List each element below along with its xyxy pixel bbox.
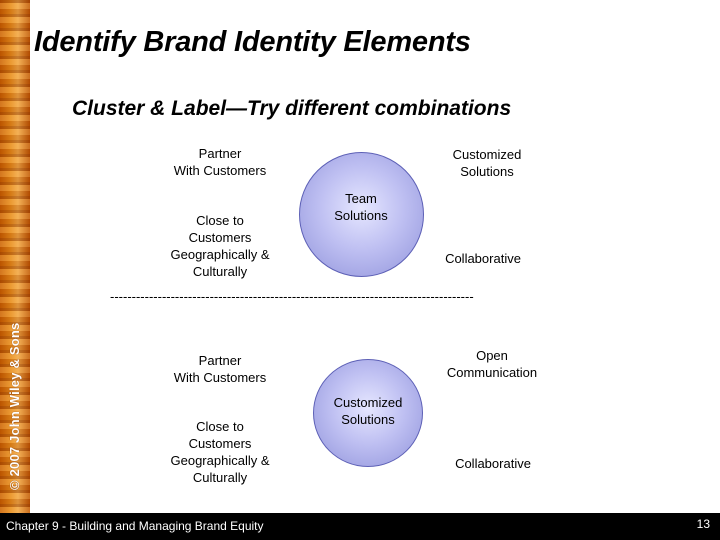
bottom-cluster-circle (313, 359, 423, 467)
label-line: Customized (452, 147, 522, 162)
label-line: Customers (188, 436, 252, 451)
label-line: Customized (333, 395, 403, 410)
label-line: With Customers (173, 370, 267, 385)
copyright-notice: © 2007 John Wiley & Sons (2, 323, 30, 490)
top-cluster-circle (299, 152, 424, 277)
label-line: Partner (198, 353, 242, 368)
bottom-label-open: Open Communication (432, 347, 552, 381)
top-label-partner: Partner With Customers (160, 145, 280, 179)
bottom-label-collaborative: Collaborative (455, 456, 531, 471)
label-line: Solutions (334, 208, 388, 223)
label-line: Customers (188, 230, 252, 245)
top-label-customized: Customized Solutions (432, 146, 542, 180)
top-label-collaborative: Collaborative (445, 251, 521, 266)
slide-subtitle: Cluster & Label—Try different combinatio… (72, 97, 512, 120)
bottom-circle-label: Customized Solutions (318, 394, 418, 428)
side-bar-texture (0, 0, 30, 540)
top-label-close: Close to Customers Geographically & Cult… (150, 212, 290, 280)
page-number: 13 (696, 517, 710, 531)
label-line: Geographically & (170, 453, 270, 468)
footer-bar: Chapter 9 - Building and Managing Brand … (0, 513, 720, 540)
slide-title: Identify Brand Identity Elements (34, 26, 471, 58)
label-line: Culturally (192, 264, 248, 279)
label-line: Geographically & (170, 247, 270, 262)
label-line: Communication (446, 365, 538, 380)
bottom-label-close: Close to Customers Geographically & Cult… (150, 418, 290, 486)
decorative-side-bar: © 2007 John Wiley & Sons (0, 0, 30, 540)
label-line: Close to (196, 419, 244, 434)
top-circle-label: Team Solutions (311, 190, 411, 224)
bottom-label-partner: Partner With Customers (160, 352, 280, 386)
cluster-divider: ----------------------------------------… (110, 289, 474, 304)
label-line: Partner (198, 146, 242, 161)
label-line: Team (345, 191, 377, 206)
label-line: Culturally (192, 470, 248, 485)
label-line: Solutions (341, 412, 395, 427)
label-line: Close to (196, 213, 244, 228)
label-line: With Customers (173, 163, 267, 178)
label-line: Solutions (460, 164, 514, 179)
label-line: Open (476, 348, 508, 363)
footer-chapter: Chapter 9 - Building and Managing Brand … (6, 519, 264, 533)
